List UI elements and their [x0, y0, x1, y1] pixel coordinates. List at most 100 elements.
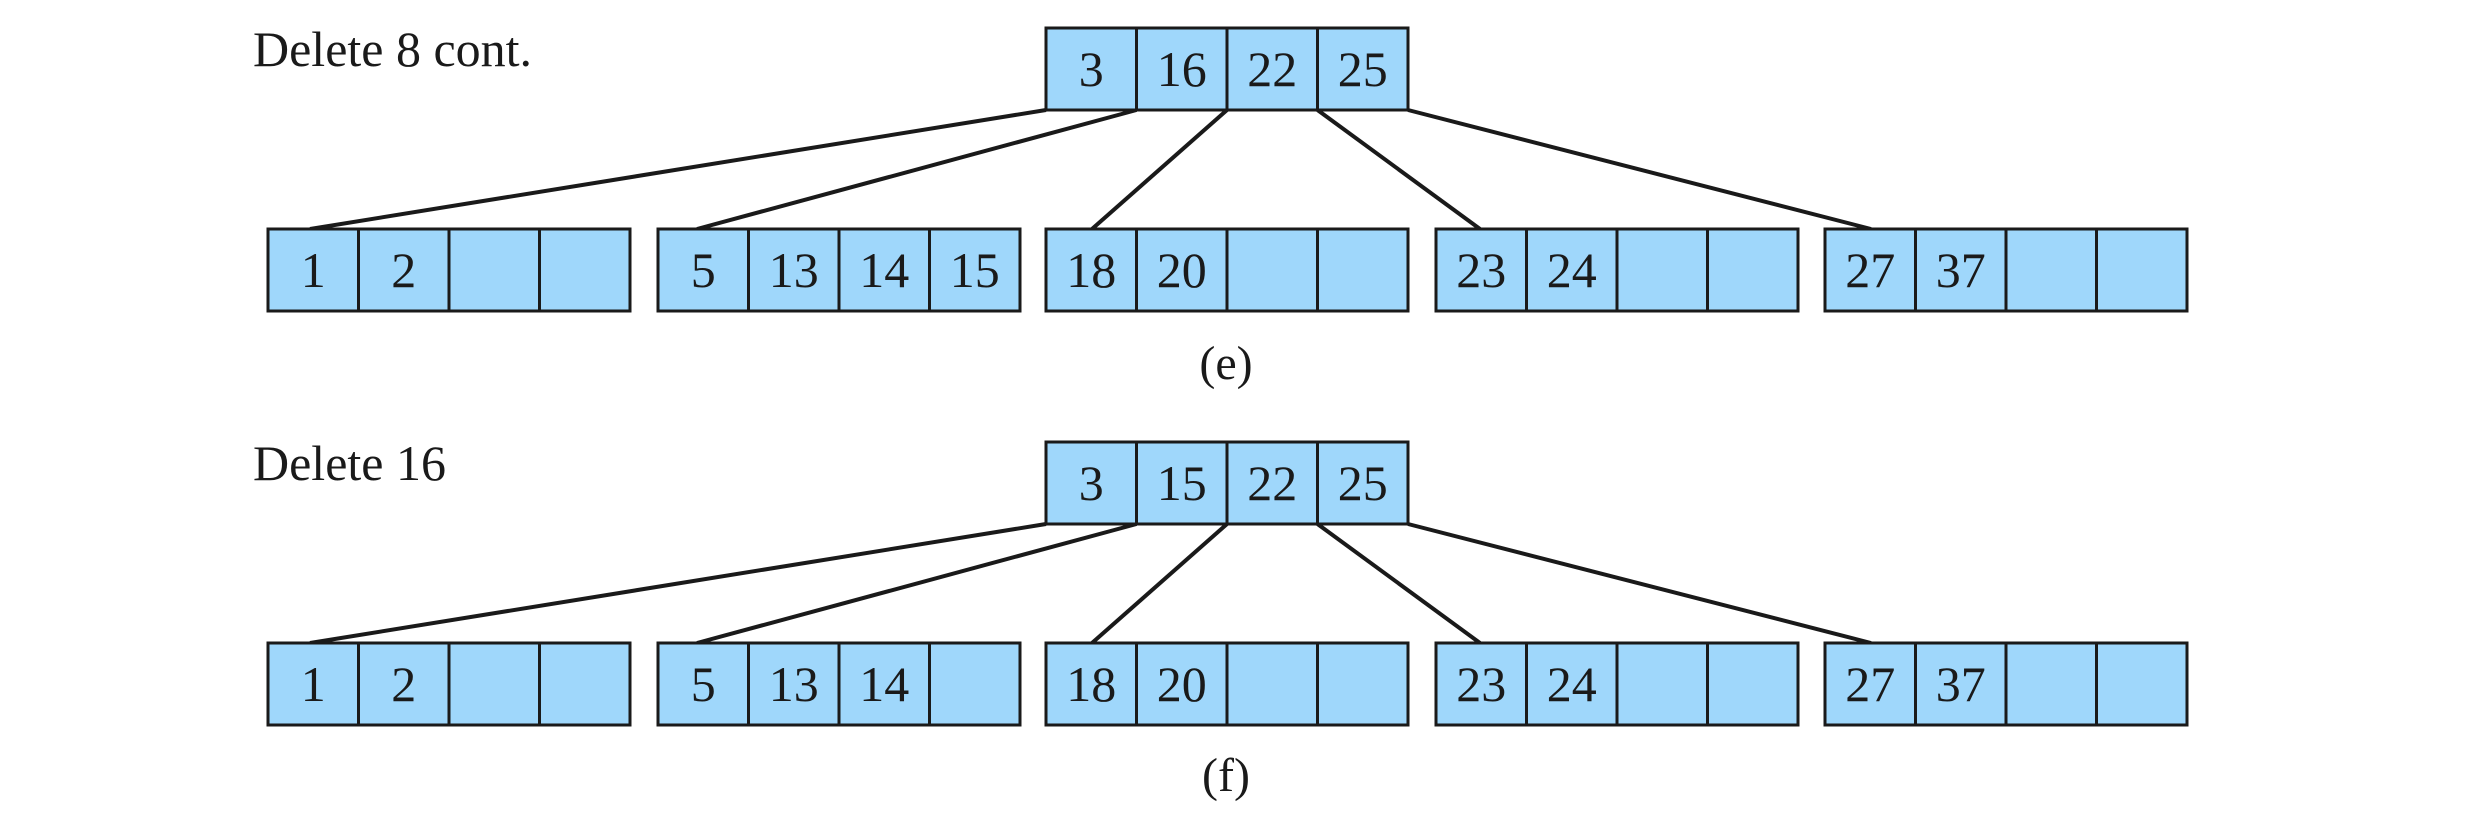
leaf-node-4-cell-3 — [1706, 227, 1800, 313]
node-key: 27 — [1845, 656, 1895, 712]
tree-edge — [1407, 522, 1872, 645]
node-key: 37 — [1936, 656, 1986, 712]
panel-f-title: Delete 16 — [253, 435, 446, 491]
leaf-node-5-cell-1 — [1914, 227, 2008, 313]
leaf-node-4-cell-2 — [1615, 227, 1709, 313]
tree-edge — [1090, 522, 1229, 645]
tree-edge — [1316, 522, 1482, 645]
node-key: 20 — [1157, 656, 1207, 712]
node-key: 1 — [301, 656, 326, 712]
leaf-node-2-cell-1 — [747, 641, 841, 727]
node-key: 3 — [1079, 41, 1104, 97]
node-key: 23 — [1456, 242, 1506, 298]
tree-edge — [309, 108, 1047, 231]
leaf-node-4-cell-3 — [1706, 641, 1800, 727]
root-node-cell-2 — [1225, 26, 1319, 112]
root-node: 3 16 22 25 — [1044, 26, 1410, 112]
node-key: 3 — [1079, 455, 1104, 511]
tree-edge — [696, 108, 1138, 231]
root-node: 3 15 22 25 — [1044, 440, 1410, 526]
node-key: 15 — [950, 242, 1000, 298]
node-key: 27 — [1845, 242, 1895, 298]
node-key: 13 — [769, 656, 819, 712]
leaf-node-5-cell-0 — [1823, 227, 1917, 313]
node-key: 18 — [1066, 242, 1116, 298]
root-node-cell-3 — [1316, 440, 1410, 526]
panel-e-caption: (e) — [1199, 337, 1253, 390]
leaf-node-3-cell-2 — [1225, 227, 1319, 313]
node-key: 25 — [1338, 455, 1388, 511]
node-key: 16 — [1157, 41, 1207, 97]
leaf-node-3-cell-0 — [1044, 641, 1138, 727]
leaf-node-1-cell-1 — [357, 227, 451, 313]
leaf-node-2-cell-3 — [928, 641, 1022, 727]
leaf-node-5-cell-1 — [1914, 641, 2008, 727]
root-node-cell-1 — [1135, 26, 1229, 112]
tree-edge — [696, 522, 1138, 645]
root-node-cell-1 — [1135, 440, 1229, 526]
leaf-node-3-cell-2 — [1225, 641, 1319, 727]
root-node-cell-0 — [1044, 440, 1138, 526]
node-key: 25 — [1338, 41, 1388, 97]
node-key: 14 — [859, 656, 909, 712]
leaf-node-3-cell-1 — [1135, 641, 1229, 727]
leaf-node-5-cell-3 — [2095, 641, 2189, 727]
node-key: 14 — [859, 242, 909, 298]
leaf-node-5-cell-3 — [2095, 227, 2189, 313]
leaf-node-5-cell-2 — [2004, 227, 2098, 313]
panel-e-title: Delete 8 cont. — [253, 21, 533, 77]
leaf-node-5: 27 37 — [1823, 641, 2189, 727]
tree-edge — [1407, 108, 1872, 231]
leaf-node-2-cell-2 — [837, 227, 931, 313]
leaf-node-5: 27 37 — [1823, 227, 2189, 313]
leaf-node-1-cell-2 — [447, 227, 541, 313]
leaf-node-4: 23 24 — [1434, 227, 1800, 313]
leaf-node-2: 5 13 14 — [656, 641, 1022, 727]
node-key: 18 — [1066, 656, 1116, 712]
tree-edge — [309, 522, 1047, 645]
node-key: 22 — [1247, 455, 1297, 511]
leaf-node-1-cell-2 — [447, 641, 541, 727]
leaf-node-4: 23 24 — [1434, 641, 1800, 727]
tree-edge — [1090, 108, 1229, 231]
leaf-node-5-cell-0 — [1823, 641, 1917, 727]
node-key: 5 — [691, 242, 716, 298]
leaf-node-4-cell-0 — [1434, 227, 1528, 313]
leaf-node-4-cell-1 — [1525, 227, 1619, 313]
tree-edge — [1316, 108, 1482, 231]
leaf-node-1-cell-0 — [266, 641, 360, 727]
leaf-node-3-cell-3 — [1316, 641, 1410, 727]
leaf-node-2: 5 13 14 15 — [656, 227, 1022, 313]
node-key: 5 — [691, 656, 716, 712]
leaf-node-3-cell-3 — [1316, 227, 1410, 313]
node-key: 2 — [391, 242, 416, 298]
node-key: 37 — [1936, 242, 1986, 298]
root-node-cell-3 — [1316, 26, 1410, 112]
leaf-node-5-cell-2 — [2004, 641, 2098, 727]
leaf-node-2-cell-3 — [928, 227, 1022, 313]
panel-f-caption: (f) — [1202, 749, 1250, 802]
node-key: 24 — [1547, 656, 1597, 712]
node-key: 22 — [1247, 41, 1297, 97]
leaf-node-2-cell-0 — [656, 227, 750, 313]
node-key: 1 — [301, 242, 326, 298]
leaf-node-3-cell-0 — [1044, 227, 1138, 313]
leaf-node-4-cell-2 — [1615, 641, 1709, 727]
node-key: 24 — [1547, 242, 1597, 298]
leaf-node-1-cell-3 — [538, 227, 632, 313]
node-key: 20 — [1157, 242, 1207, 298]
node-key: 15 — [1157, 455, 1207, 511]
node-key: 13 — [769, 242, 819, 298]
leaf-node-4-cell-1 — [1525, 641, 1619, 727]
root-node-cell-0 — [1044, 26, 1138, 112]
node-key: 23 — [1456, 656, 1506, 712]
leaf-node-1-cell-0 — [266, 227, 360, 313]
